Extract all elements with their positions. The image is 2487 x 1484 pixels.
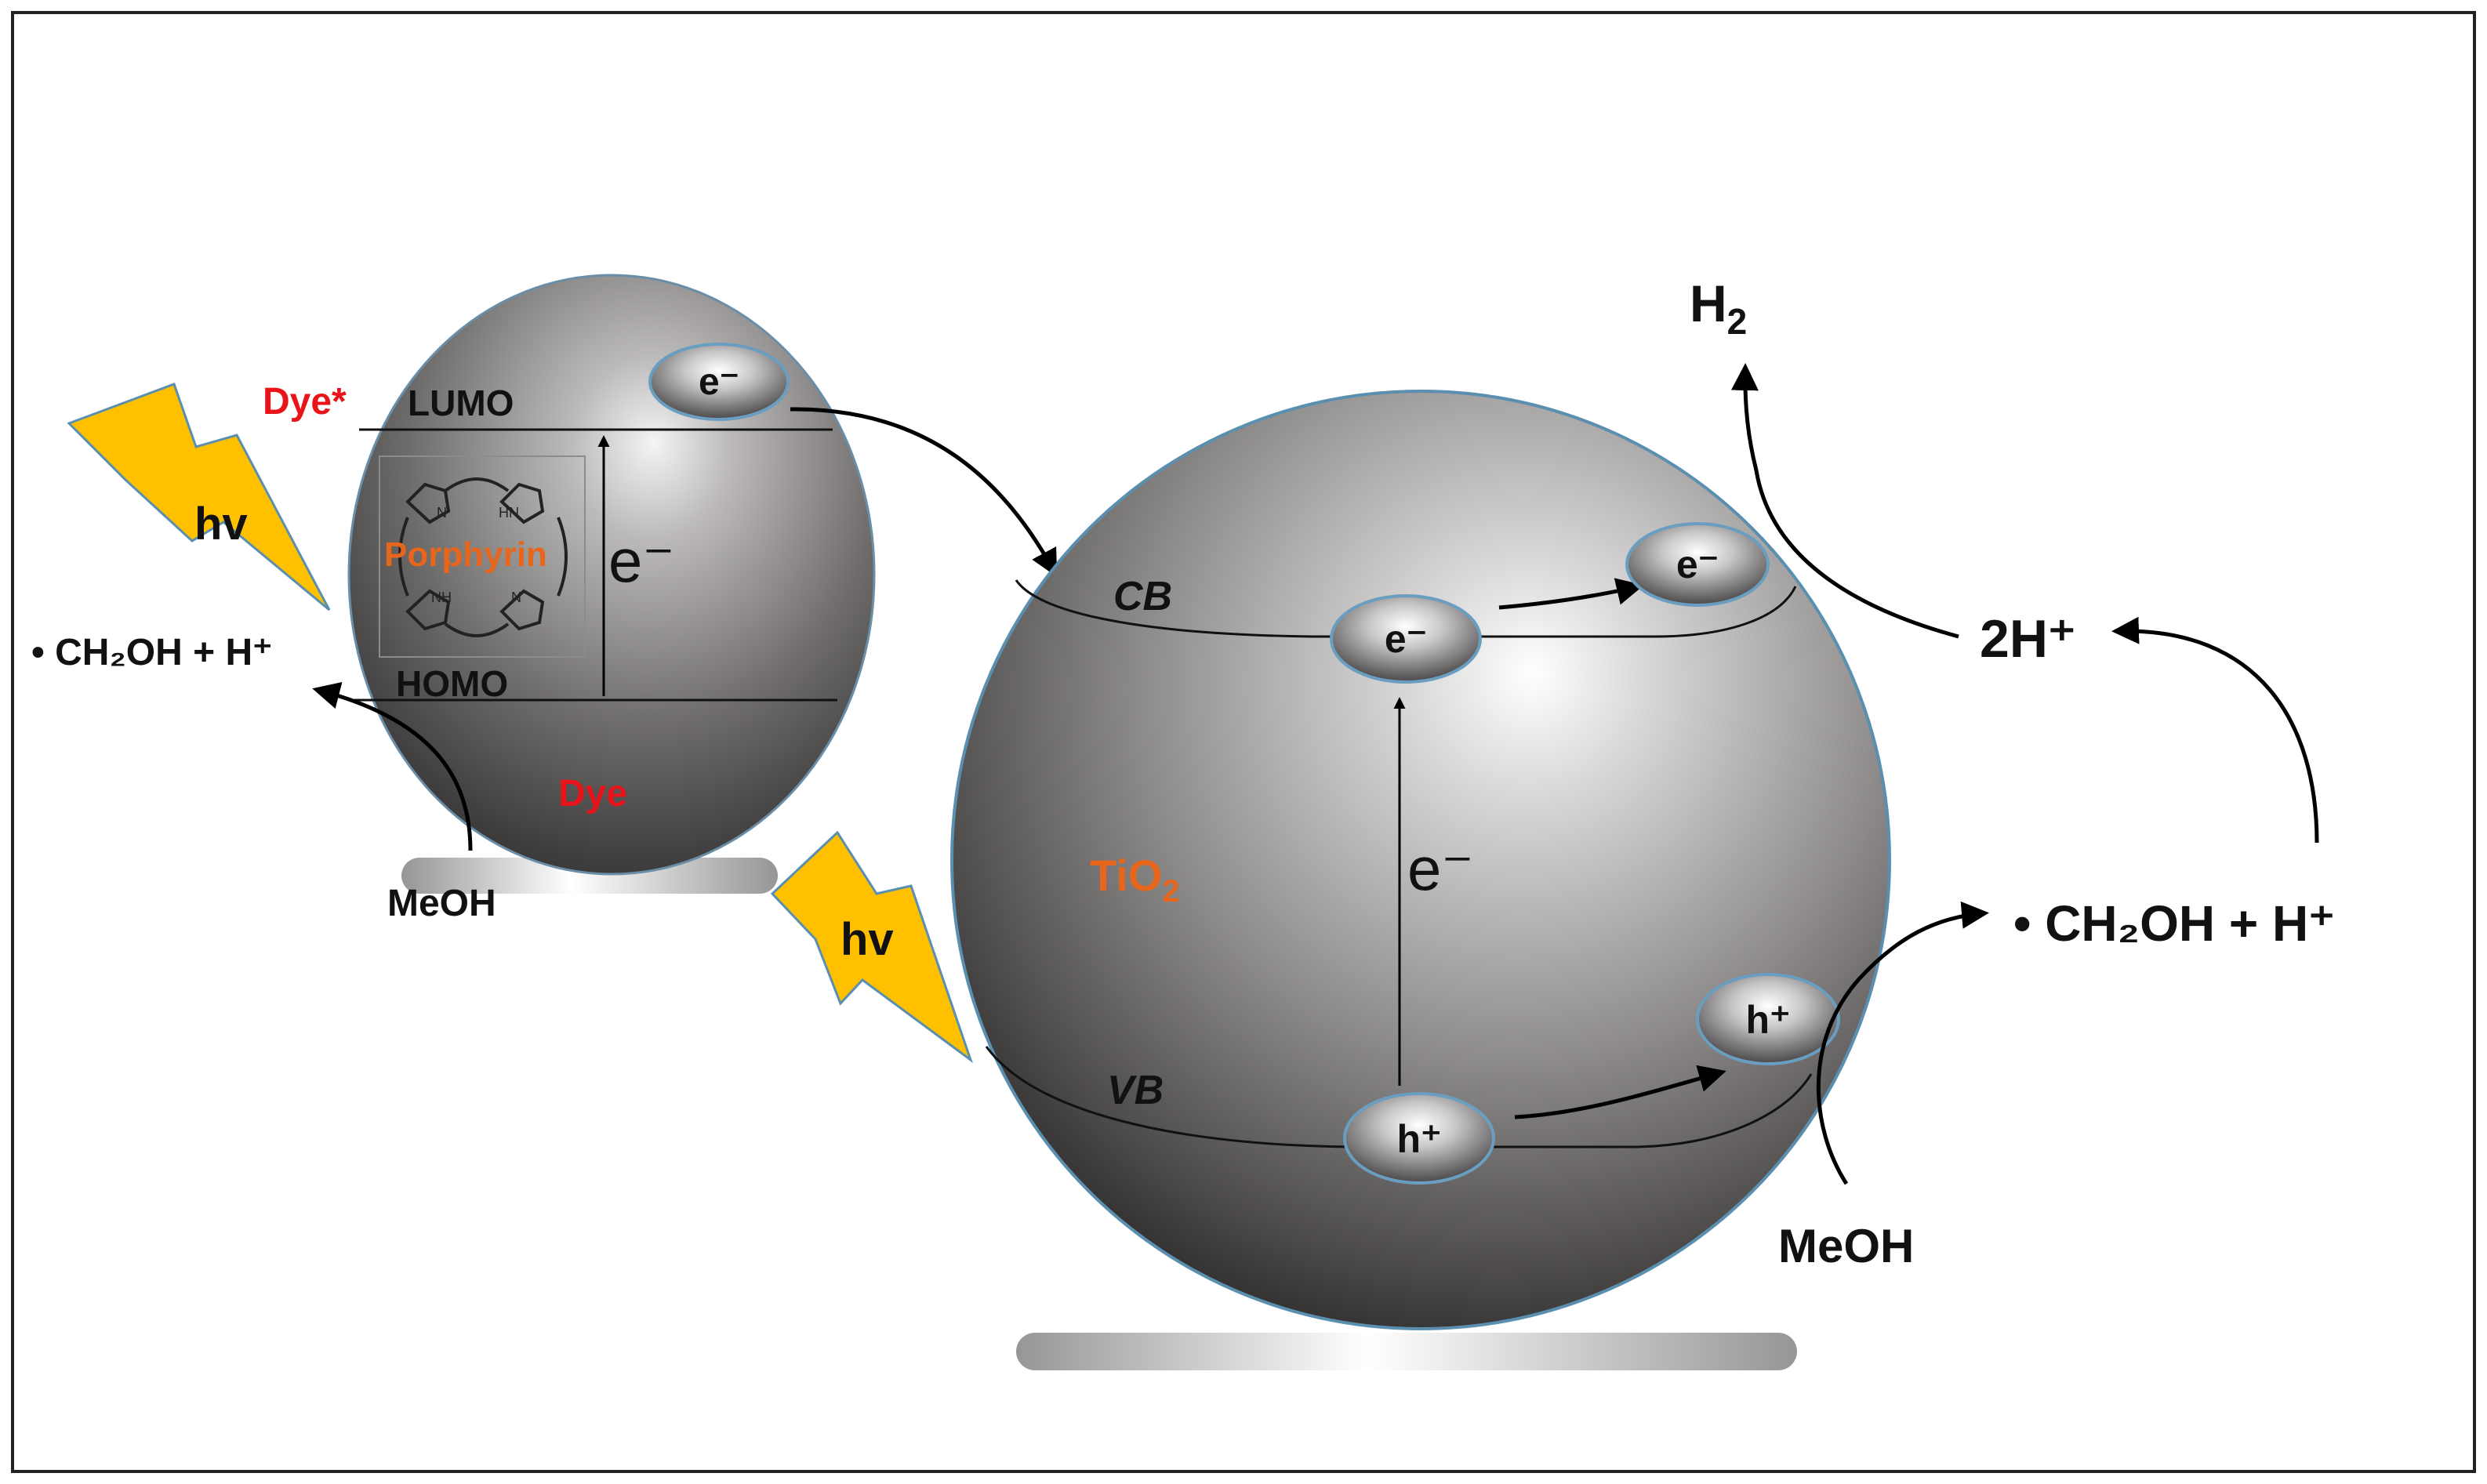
- vb-label: VB: [1107, 1068, 1164, 1113]
- dye-electron: e⁻: [648, 343, 790, 421]
- tio2-product-label: • CH₂OH + H⁺: [2013, 895, 2335, 952]
- dye-excited-label: Dye*: [263, 381, 347, 423]
- svg-text:HN: HN: [499, 505, 519, 521]
- tio2-oxidation-arrow: [1816, 901, 1989, 1185]
- hydrogen-label: H2: [1690, 274, 1747, 342]
- figure-border: [11, 11, 2476, 1473]
- proton-formation-arrow: [2111, 616, 2319, 844]
- dye-product-label: • CH₂OH + H⁺: [31, 632, 273, 673]
- svg-text:e⁻: e⁻: [1676, 542, 1719, 586]
- svg-text:hv: hv: [840, 914, 894, 965]
- protons-label: 2H⁺: [1980, 609, 2076, 669]
- dye-oxidation-arrow: [312, 682, 473, 851]
- svg-text:e⁻: e⁻: [699, 361, 739, 403]
- gap-electron-label: e⁻: [608, 526, 675, 595]
- svg-text:e⁻: e⁻: [1385, 617, 1427, 661]
- tio2-particle: CB VB TiO2 e⁻ e⁻ e⁻ h⁺ h⁺: [950, 390, 1891, 1330]
- dye-shadow: [401, 858, 778, 894]
- surface-electron: e⁻: [1625, 522, 1770, 607]
- injection-arrow: [790, 407, 1058, 578]
- porphyrin-structure: N HN NH N: [379, 455, 586, 658]
- lightning-bolt-tio2: hv: [770, 830, 973, 1064]
- tio2-donor-label: MeOH: [1778, 1220, 1914, 1272]
- vb-migration-arrow: [1514, 1065, 1726, 1119]
- transfer-electron-label: e⁻: [1407, 834, 1474, 903]
- lumo-label: LUMO: [408, 383, 514, 423]
- cb-electron: e⁻: [1330, 594, 1482, 684]
- dye-particle: N HN NH N Porphyrin LUMO HOMO e⁻ Dye e⁻: [347, 274, 876, 876]
- svg-text:N: N: [437, 505, 447, 521]
- h2-evolution-arrow: [1730, 363, 1959, 639]
- svg-text:N: N: [511, 590, 521, 605]
- tio2-shadow: [1016, 1333, 1797, 1370]
- surface-hole: h⁺: [1696, 973, 1840, 1065]
- dye-donor-label: MeOH: [387, 883, 496, 924]
- svg-text:h⁺: h⁺: [1746, 998, 1791, 1042]
- svg-text:NH: NH: [431, 590, 452, 605]
- cb-migration-arrow: [1498, 578, 1644, 610]
- lightning-bolt-dye: hv: [67, 383, 331, 611]
- tio2-label: TiO2: [1090, 851, 1180, 909]
- homo-label: HOMO: [396, 663, 508, 704]
- svg-text:h⁺: h⁺: [1397, 1117, 1442, 1161]
- cb-line: [1015, 579, 1797, 638]
- vb-line: [985, 1046, 1813, 1148]
- svg-text:hv: hv: [194, 499, 248, 550]
- dye-ground-label: Dye: [558, 773, 627, 815]
- vb-hole: h⁺: [1343, 1092, 1495, 1185]
- porphyrin-label: Porphyrin: [384, 535, 547, 574]
- cb-label: CB: [1113, 574, 1172, 619]
